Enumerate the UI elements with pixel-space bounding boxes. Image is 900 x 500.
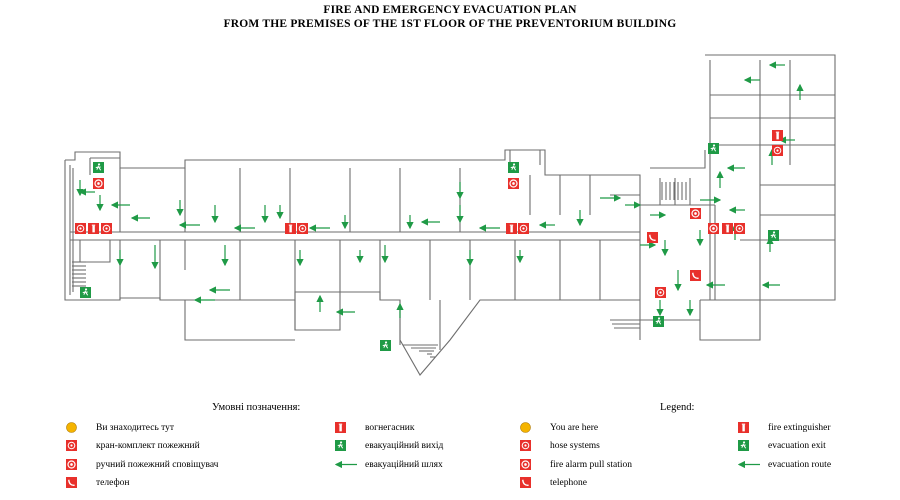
legend-label: телефон [96, 478, 130, 488]
wall-segment [610, 319, 641, 340]
evacuation-exit-icon [653, 316, 664, 327]
fire-alarm-icon [93, 178, 104, 189]
legend-label: You are here [550, 423, 599, 433]
wall-segment [699, 205, 835, 341]
you-are-here-icon [520, 422, 531, 433]
wall-segment [79, 239, 111, 263]
fire-extinguisher-icon [772, 130, 783, 141]
fire-extinguisher-icon [88, 223, 99, 234]
evacuation-route-icon [738, 460, 760, 469]
hose-system-icon [655, 287, 666, 298]
telephone-icon [647, 232, 658, 243]
wall-segment [65, 149, 641, 178]
fire-alarm-icon [690, 208, 701, 219]
wall-segment [529, 175, 640, 215]
wall-segment [399, 300, 441, 350]
evacuation-exit-icon [380, 340, 391, 351]
legend-label: ручний пожежний сповіщувач [96, 460, 219, 470]
hose-system-icon [75, 223, 86, 234]
evacuation-exit-icon [508, 162, 519, 173]
fire-extinguisher-icon [506, 223, 517, 234]
signs [75, 130, 783, 351]
wall-segment [89, 157, 120, 175]
legend-label: hose systems [550, 441, 600, 451]
fire-extinguisher-icon [335, 422, 346, 433]
legend-heading-ua: Умовні позначення: [212, 402, 301, 413]
legend-label: telephone [550, 478, 587, 488]
legend-label: евакуаційний шлях [365, 460, 443, 470]
evacuation-exit-icon [738, 440, 749, 451]
wall-segment [184, 300, 341, 341]
legend-label: Ви знаходитесь тут [96, 423, 175, 433]
fire-alarm-icon [66, 459, 77, 470]
evacuation-exit-icon [708, 143, 719, 154]
hose-system-icon [297, 223, 308, 234]
wall-segment [69, 165, 74, 295]
telephone-icon [690, 270, 701, 281]
hose-system-icon [66, 440, 77, 451]
hose-system-icon [734, 223, 745, 234]
wall-segment [700, 54, 836, 301]
hose-system-icon [520, 440, 531, 451]
fire-alarm-icon [508, 178, 519, 189]
fire-alarm-icon [66, 459, 77, 470]
evacuation-exit-icon [93, 162, 104, 173]
wall-segment [64, 160, 640, 376]
evacuation-routes [76, 61, 804, 318]
fire-extinguisher-icon [738, 422, 749, 433]
evacuation-exit-icon [335, 440, 346, 451]
hose-system-icon [772, 145, 783, 156]
you-are-here-icon [66, 422, 77, 433]
fire-alarm-icon [520, 459, 531, 470]
you-are-here-icon [66, 422, 77, 433]
you-are-here-icon [520, 422, 531, 433]
legend-label: evacuation exit [768, 441, 826, 451]
fire-extinguisher-icon [335, 422, 346, 433]
hose-system-icon [101, 223, 112, 234]
walls [64, 54, 836, 376]
evacuation-exit-icon [80, 287, 91, 298]
legend-heading-en: Legend: [660, 402, 695, 413]
telephone-icon [66, 477, 77, 488]
fire-extinguisher-icon [722, 223, 733, 234]
legend-label: evacuation route [768, 460, 832, 470]
fire-alarm-icon [520, 459, 531, 470]
hose-system-icon [518, 223, 529, 234]
floor-plan [64, 54, 836, 376]
hose-system-icon [520, 440, 531, 451]
telephone-icon [520, 477, 531, 488]
plan-title: FIRE AND EMERGENCY EVACUATION PLAN [323, 4, 577, 16]
fire-alarm-icon [708, 223, 719, 234]
evacuation-exit-icon [738, 440, 749, 451]
fire-extinguisher-icon [285, 223, 296, 234]
hose-system-icon [66, 440, 77, 451]
wall-segment [70, 231, 640, 241]
legend-label: fire alarm pull station [550, 460, 633, 470]
wall-segment [659, 178, 691, 205]
legend-label: вогнегасник [365, 423, 415, 433]
wall-segment [119, 240, 381, 330]
evacuation-route-icon [335, 460, 357, 469]
legend-label: кран-комплект пожежний [96, 441, 200, 451]
legend-label: евакуаційний вихід [365, 441, 444, 451]
evacuation-exit-icon [335, 440, 346, 451]
evacuation-exit-icon [768, 230, 779, 241]
legend-label: fire extinguisher [768, 423, 831, 433]
telephone-icon [520, 477, 531, 488]
wall-segment [429, 240, 601, 300]
telephone-icon [66, 477, 77, 488]
wall-segment [639, 150, 715, 321]
wall-segment [119, 168, 461, 232]
plan-subtitle: FROM THE PREMISES OF THE 1ST FLOOR OF TH… [223, 18, 677, 30]
fire-extinguisher-icon [738, 422, 749, 433]
